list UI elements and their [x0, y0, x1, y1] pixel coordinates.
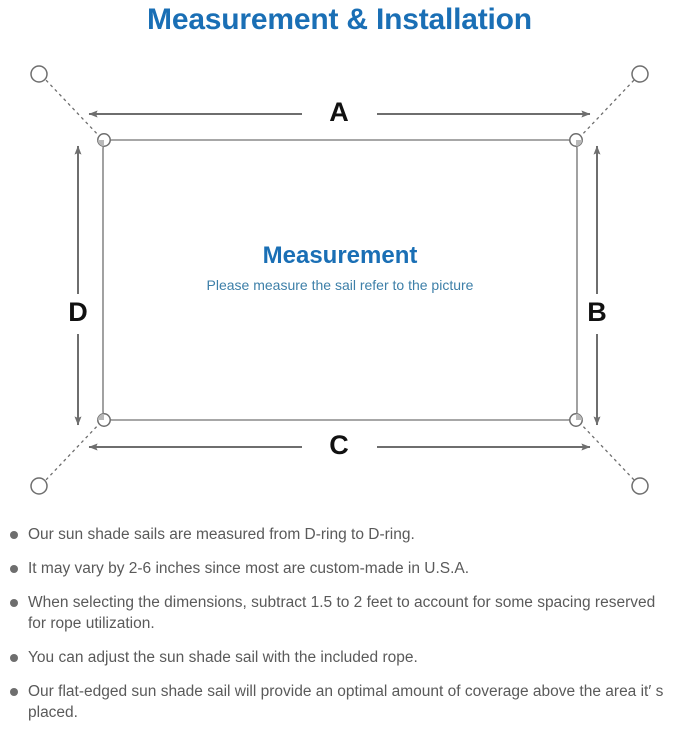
page-title: Measurement & Installation	[147, 3, 532, 36]
dimension-label-d: D	[68, 297, 88, 327]
d-ring-top-right-fill	[576, 140, 583, 147]
d-ring-bottom-right-fill	[576, 413, 583, 420]
bullet-icon	[10, 688, 18, 696]
measurement-diagram: Measurement Please measure the sail refe…	[0, 46, 679, 516]
anchor-point-top-left	[30, 65, 48, 83]
list-item: You can adjust the sun shade sail with t…	[0, 647, 679, 668]
rope-line-top-right	[578, 77, 637, 139]
dimension-label-b: B	[587, 297, 607, 327]
list-item-text: Our sun shade sails are measured from D-…	[28, 526, 415, 543]
bullet-icon	[10, 531, 18, 539]
bullet-icon	[10, 654, 18, 662]
anchor-point-bottom-right	[631, 477, 649, 495]
dimension-label-a: A	[329, 97, 349, 127]
d-ring-bottom-left-fill	[97, 413, 104, 420]
list-item-text: Our flat-edged sun shade sail will provi…	[28, 683, 664, 721]
anchor-point-bottom-left	[30, 477, 48, 495]
anchor-point-top-right	[631, 65, 649, 83]
rope-line-bottom-left	[43, 421, 102, 483]
d-ring-top-left-fill	[97, 140, 104, 147]
dimension-label-c: C	[329, 430, 349, 460]
list-item: Our flat-edged sun shade sail will provi…	[0, 681, 679, 723]
sail-rectangle	[102, 139, 578, 421]
list-item-text: You can adjust the sun shade sail with t…	[28, 649, 418, 666]
bullet-icon	[10, 565, 18, 573]
list-item: When selecting the dimensions, subtract …	[0, 592, 679, 634]
notes-list: Our sun shade sails are measured from D-…	[0, 524, 679, 736]
rope-line-bottom-right	[578, 421, 637, 483]
bullet-icon	[10, 599, 18, 607]
measurement-diagram-svg	[30, 65, 649, 495]
rope-line-top-left	[43, 77, 102, 139]
list-item-text: When selecting the dimensions, subtract …	[28, 594, 656, 632]
list-item: It may vary by 2-6 inches since most are…	[0, 558, 679, 579]
list-item: Our sun shade sails are measured from D-…	[0, 524, 679, 545]
list-item-text: It may vary by 2-6 inches since most are…	[28, 560, 470, 577]
